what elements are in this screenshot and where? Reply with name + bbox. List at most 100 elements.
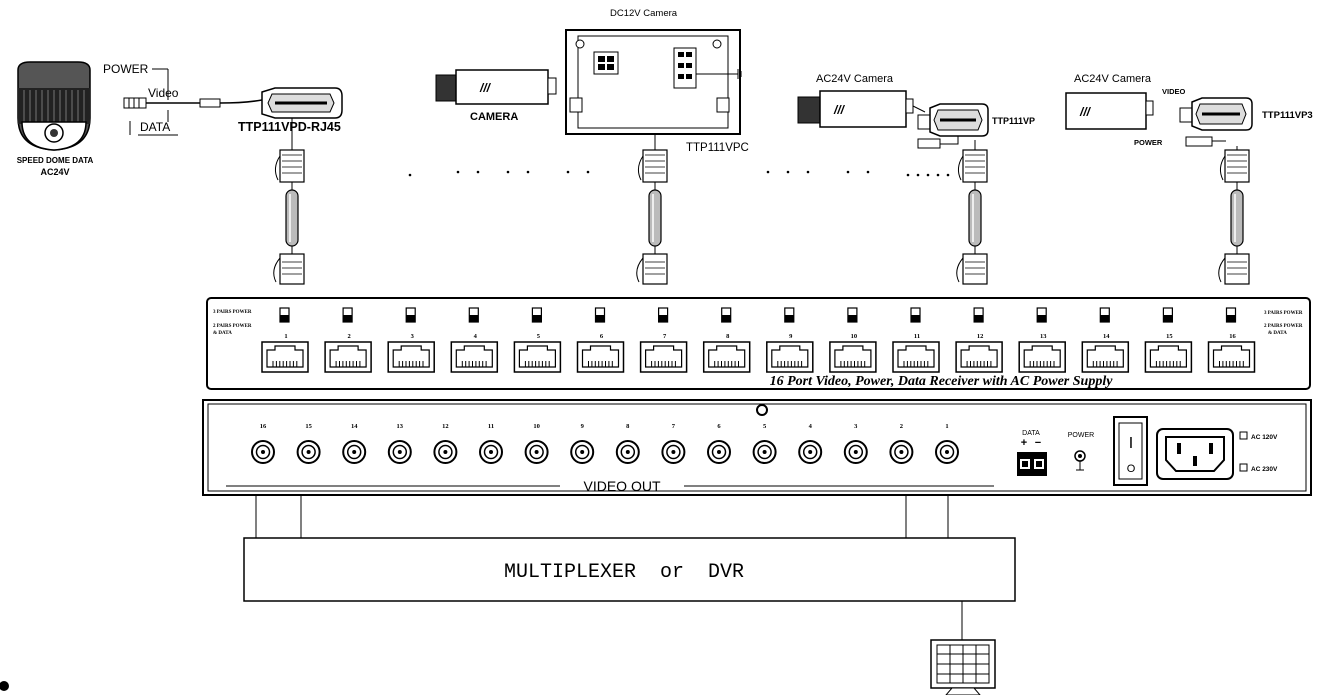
power-led-label: POWER [1068,432,1094,439]
rj45-port[interactable]: 9 [766,307,814,373]
port-number: 11 [914,333,920,340]
rj45-port[interactable]: 12 [955,307,1003,373]
rj45-port[interactable]: 6 [576,307,625,373]
rj45-port[interactable]: 16 [1207,307,1256,373]
rj45-port[interactable]: 7 [639,307,688,373]
ac-power-inlet [1156,428,1234,480]
port-number: 9 [789,333,793,340]
bnc-number: 4 [809,423,813,430]
power-distribution-box [565,29,742,135]
bnc-connector[interactable]: 10 [524,423,549,464]
rj45-port[interactable]: 3 [387,307,435,373]
data-terminal-block [1017,452,1047,476]
multiplexer-dvr-box [243,537,1016,602]
bnc-connector[interactable]: 3 [843,423,868,464]
bnc-connector[interactable]: 8 [615,423,640,464]
cat5-cable [1218,146,1250,285]
rj45-port[interactable]: 15 [1144,307,1193,373]
port-number: 10 [851,333,858,340]
port-number: 5 [537,333,541,340]
bnc-number: 10 [533,423,540,430]
bnc-number: 2 [900,423,903,430]
bnc-connector[interactable]: 7 [661,423,686,464]
output-wires [255,495,963,640]
receiver-unit [206,297,1311,390]
legend-left-data: & DATA [213,331,232,336]
dome-video-label: Video [148,86,179,100]
bnc-connector[interactable]: 5 [752,423,777,464]
port-number: 16 [1229,333,1236,340]
bnc-connector[interactable]: 11 [479,423,503,464]
rj45-port[interactable]: 10 [829,307,877,373]
port-number: 3 [411,333,415,340]
rj45-port[interactable]: 11 [892,307,940,373]
ac24-camera-label-a: AC24V Camera [816,73,894,85]
bnc-connector[interactable]: 15 [296,423,321,464]
bnc-number: 8 [626,423,630,430]
multiplexer-dvr-label: MULTIPLEXER or DVR [504,561,744,584]
bnc-video-outputs: 16 15 14 13 12 11 10 9 8 7 6 5 4 3 2 1 [251,423,959,464]
port-number: 8 [726,333,730,340]
rj45-port[interactable]: 2 [324,307,372,373]
bnc-connector[interactable]: 13 [387,423,412,464]
legend-left-2pairs: 2 PAIRS POWER [213,324,252,329]
bnc-number: 5 [763,423,767,430]
ac24-camera-label-b: AC24V Camera [1074,73,1152,85]
port-number: 7 [663,333,667,340]
ac230-label: AC 230V [1251,466,1278,473]
balun-ttp111vp3 [1179,97,1253,147]
rj45-port[interactable]: 8 [702,307,751,373]
rj45-port[interactable]: 4 [450,307,499,373]
rj45-port[interactable]: 1 [261,307,309,373]
balun2-label: TTP111VPC [686,142,749,154]
ac120-label: AC 120V [1251,434,1278,441]
cat5-cable [636,134,668,285]
bnc-number: 1 [945,423,948,430]
balun-ttp111vp [917,103,989,149]
bnc-number: 12 [442,423,449,430]
bnc-connector[interactable]: 16 [251,423,275,464]
svg-text:///: /// [833,103,846,117]
ac230-checkbox[interactable] [1239,463,1248,472]
speed-dome-camera [17,61,91,151]
rj45-port[interactable]: 5 [513,307,562,373]
data-terminal-label: DATA [1022,430,1040,437]
cat5-cable-drops [273,118,1250,285]
legend-right-2pairs: 2 PAIRS POWER [1264,324,1303,329]
switch-off-label: O [1127,463,1136,475]
port-number: 4 [474,333,478,340]
cat5-cable [273,118,305,285]
bnc-connector[interactable]: 12 [433,423,458,464]
bnc-connector[interactable]: 2 [889,423,914,464]
bnc-number: 11 [488,423,494,430]
dome-ribs [23,90,85,122]
switch-on-label: I [1129,435,1133,452]
ac120-checkbox[interactable] [1239,431,1248,440]
bnc-number: 7 [672,423,676,430]
bnc-connector[interactable]: 6 [707,423,731,464]
camera-label: CAMERA [470,111,518,123]
monitor-icon [930,639,996,695]
bnc-connector[interactable]: 4 [798,423,823,464]
bnc-connector[interactable]: 9 [570,423,595,464]
bnc-number: 15 [305,423,312,430]
data-minus: − [1035,437,1041,449]
svg-text:///: /// [1079,105,1092,119]
box-camera-2: /// [797,90,926,128]
video-label-b: VIDEO [1162,87,1186,96]
rj45-port[interactable]: 14 [1081,307,1130,373]
dc12-camera-label: DC12V Camera [610,8,678,19]
power-led-icon [1074,450,1086,471]
bullet-mark [0,681,9,691]
bnc-connector[interactable]: 1 [935,423,959,464]
bnc-number: 16 [260,423,267,430]
rj45-port[interactable]: 13 [1018,307,1066,373]
power-switch[interactable]: I O [1113,416,1148,486]
bnc-connector[interactable]: 14 [342,423,367,464]
continuation-dots [408,170,950,177]
camera-logo: /// [479,81,492,95]
port-number: 12 [977,333,984,340]
port-number: 13 [1040,333,1047,340]
port-number: 1 [284,333,287,340]
